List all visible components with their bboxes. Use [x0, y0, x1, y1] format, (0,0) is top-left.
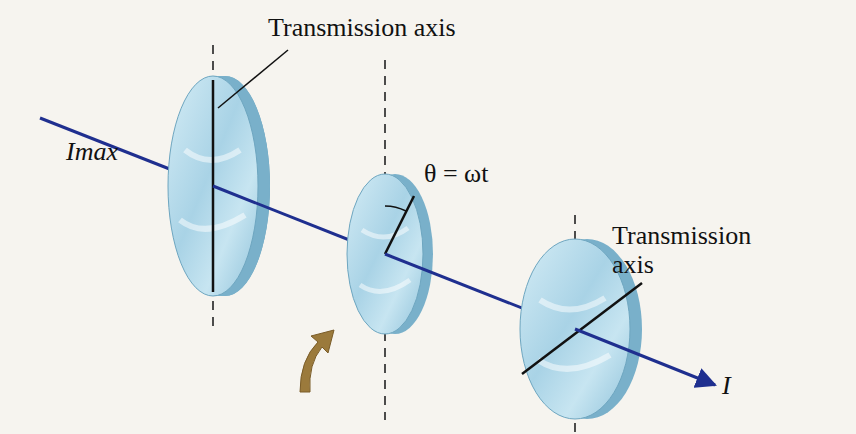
rotating-polarizer-disc	[347, 174, 433, 334]
axis-label: Transmission axis	[268, 14, 456, 43]
intensity-label: I	[722, 372, 731, 401]
polarizer-disc	[168, 76, 270, 296]
dashed-vertical	[213, 45, 575, 434]
leader-line	[218, 50, 288, 108]
rotation-arrow	[300, 330, 334, 392]
axis-label: Transmission axis	[612, 222, 762, 279]
angle-label: θ = ωt	[424, 160, 488, 189]
intensity-label: Imax	[66, 138, 118, 167]
light-beam	[575, 329, 715, 385]
